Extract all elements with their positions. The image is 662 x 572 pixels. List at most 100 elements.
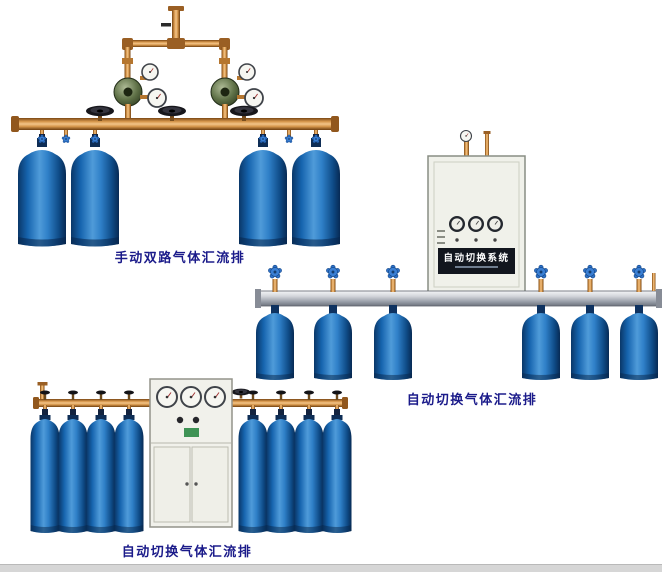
- valve-handwheel: [325, 264, 341, 279]
- rail-valve-stem: [636, 279, 642, 292]
- valve-handwheel: [533, 264, 549, 279]
- gas-cylinder: [239, 134, 287, 247]
- control-knob: [192, 416, 200, 424]
- pressure-gauge: [147, 88, 167, 108]
- gas-cylinder: [294, 409, 324, 533]
- door-handle: [185, 482, 189, 486]
- pipe-top-cap: [168, 6, 184, 11]
- pressure-gauge: [459, 129, 473, 143]
- cabinet-door-panel: [433, 161, 520, 288]
- gas-cylinder: [86, 409, 116, 533]
- cabinet-label-text: 自动切换系统: [443, 252, 509, 264]
- control-cabinet: 自动切换系统: [427, 155, 526, 294]
- product-auto-switch-floor: [30, 378, 352, 533]
- control-knob: [176, 416, 184, 424]
- manifold-pipe: [14, 118, 336, 130]
- gas-cylinder: [292, 134, 340, 247]
- panel-gauge: [486, 215, 504, 233]
- port-fitting: [287, 130, 291, 138]
- caption-auto-switch-cabinet: 自动切换气体汇流排: [406, 392, 538, 407]
- port-fitting: [71, 405, 75, 411]
- cabinet-sticker: [184, 428, 199, 437]
- port-fitting: [335, 405, 339, 411]
- rail-end-block: [656, 289, 662, 308]
- port-valve-knob: [61, 134, 71, 143]
- gas-cylinder: [322, 409, 352, 533]
- gas-cylinder: [314, 305, 352, 380]
- drop-pipe: [221, 47, 228, 82]
- gas-cylinder: [571, 305, 609, 380]
- indicator-light: [474, 238, 478, 242]
- pressure-gauge: [244, 88, 264, 108]
- port-fitting: [279, 405, 283, 411]
- panel-gauge: [467, 215, 485, 233]
- rail-riser-pipe: [652, 273, 656, 291]
- page-bottom-line: [0, 564, 662, 566]
- tee-fitting: [167, 38, 185, 49]
- gas-cylinder: [58, 409, 88, 533]
- cabinet-door: [191, 446, 229, 523]
- gas-cylinder: [522, 305, 560, 380]
- valve-handwheel: [631, 264, 647, 279]
- port-fitting: [251, 405, 255, 411]
- gas-cylinder: [114, 409, 144, 533]
- rail-valve-stem: [587, 279, 593, 292]
- cabinet-top-fitting: [464, 141, 469, 157]
- gauge-cabinet: [149, 378, 233, 528]
- gas-cylinder: [256, 305, 294, 380]
- inlet-pipe: [172, 10, 180, 47]
- riser-cap: [37, 382, 48, 386]
- door-handle: [194, 482, 198, 486]
- gas-cylinder: [266, 409, 296, 533]
- manifold-end-cap: [33, 397, 39, 409]
- cabinet-door: [153, 446, 191, 523]
- rail-valve-stem: [330, 279, 336, 292]
- drop-pipe: [124, 47, 131, 82]
- cabinet-top-pipe: [485, 133, 489, 157]
- indicator-light: [455, 238, 459, 242]
- pressure-gauge: [156, 386, 178, 408]
- gas-cylinder: [374, 305, 412, 380]
- product-auto-switch-cabinet: 自动切换系统: [255, 129, 662, 380]
- pressure-gauge: [180, 386, 202, 408]
- panel-gauge: [448, 215, 466, 233]
- vent-slit: [437, 236, 445, 238]
- gas-cylinder: [30, 409, 60, 533]
- port-valves-top: [40, 390, 342, 400]
- port-fitting: [43, 405, 47, 411]
- rail-valve-stem: [272, 279, 278, 292]
- port-valve-knob: [284, 134, 294, 143]
- cabinet-subtitle-line: [455, 266, 498, 268]
- product-manual-dual-manifold: [11, 6, 340, 247]
- pressure-gauge: [204, 386, 226, 408]
- port-fitting: [307, 405, 311, 411]
- caption-manual-dual-manifold: 手动双路气体汇流排: [114, 250, 246, 265]
- caption-auto-switch-floor: 自动切换气体汇流排: [121, 544, 253, 559]
- indicator-light: [493, 238, 497, 242]
- manifold-end-cap: [331, 116, 339, 132]
- manifold-end-cap: [342, 397, 348, 409]
- cabinet-label-panel: [438, 248, 515, 274]
- pressure-gauge: [141, 63, 159, 81]
- gas-cylinder: [71, 134, 119, 247]
- manifold-pipe: [36, 399, 150, 407]
- valve-handwheel: [385, 264, 401, 279]
- valve-handwheel: [267, 264, 283, 279]
- page-bottom-strip: [0, 565, 662, 572]
- port-fitting: [127, 405, 131, 411]
- port-fitting: [64, 130, 68, 138]
- union-fitting: [219, 58, 230, 64]
- port-fitting: [99, 405, 103, 411]
- manifold-pipe: [232, 399, 344, 407]
- pressure-gauge: [238, 63, 256, 81]
- valve-handwheel: [582, 264, 598, 279]
- valve-handwheel: [231, 388, 251, 399]
- gas-cylinder: [620, 305, 658, 380]
- rail-valve-stem: [390, 279, 396, 292]
- manifold-rail: [256, 290, 662, 307]
- gas-cylinder: [18, 134, 66, 247]
- rail-valve-stem: [538, 279, 544, 292]
- gas-cylinder: [238, 409, 268, 533]
